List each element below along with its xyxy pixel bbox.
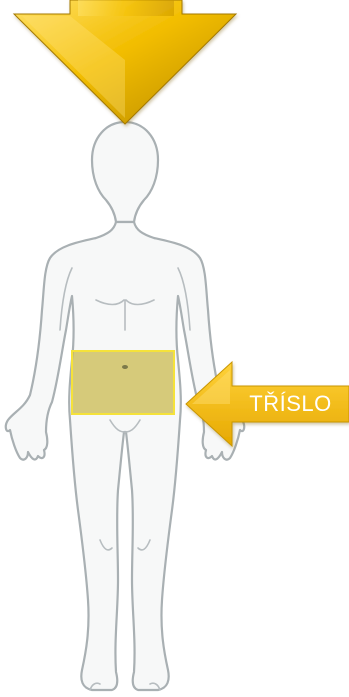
body-outline [6,222,244,690]
head-outline [92,122,158,222]
navel-marker [122,365,128,369]
groin-highlight [72,351,174,414]
region-label: TŘÍSLO [232,388,349,420]
arrow-down-icon [14,0,236,124]
